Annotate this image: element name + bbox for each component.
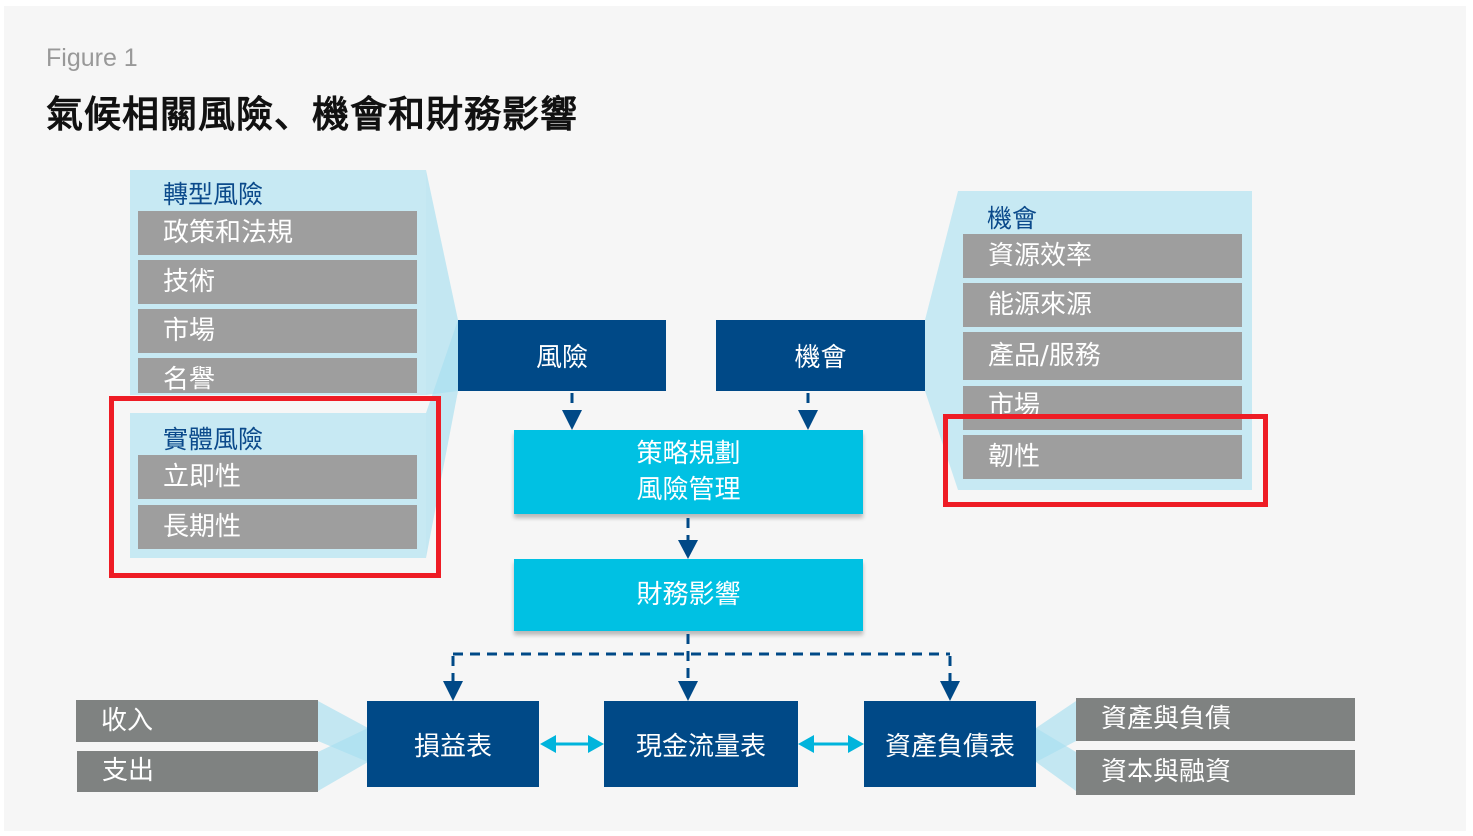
arrowhead-down-icon: [443, 681, 463, 701]
capital-financing-funnel: [1036, 728, 1076, 791]
opportunity-item: 能源來源: [963, 283, 1242, 327]
physical-risk-item: 立即性: [138, 455, 417, 499]
transition-risks-heading: 轉型風險: [163, 180, 264, 209]
arrowhead-down-icon: [562, 410, 582, 430]
cash-flow-statement-box: 現金流量表: [604, 701, 798, 787]
opportunity-item: 資源效率: [963, 234, 1242, 278]
transition-risk-item: 市場: [138, 309, 417, 353]
arrowhead-down-icon: [678, 540, 698, 559]
risk-box: 風險: [458, 320, 666, 391]
physical-risks-heading: 實體風險: [163, 425, 264, 454]
transition-risk-item: 名譽: [138, 358, 417, 393]
figure-label: Figure 1: [46, 44, 138, 72]
arrowhead-down-icon: [798, 410, 818, 430]
opportunity-item: 市場: [963, 386, 1242, 430]
opportunities-heading: 機會: [987, 204, 1038, 233]
cashflow-balance-double-arrow-icon: [798, 735, 864, 753]
strategy-risk-management-box: 策略規劃 風險管理: [514, 430, 863, 514]
balance-sheet-box: 資產負債表: [864, 701, 1036, 787]
opportunity-item: 產品/服務: [963, 332, 1242, 380]
revenue-item: 收入: [76, 700, 318, 742]
income-statement-box: 損益表: [367, 701, 539, 787]
financial-impact-box: 財務影響: [514, 559, 863, 631]
expense-funnel: [318, 728, 368, 791]
risk-management-label: 風險管理: [636, 475, 741, 505]
strategy-label: 策略規劃: [636, 439, 741, 469]
transition-risk-funnel: [426, 170, 458, 395]
transition-risk-item: 技術: [138, 260, 417, 304]
expenditure-item: 支出: [77, 751, 318, 792]
capital-financing-item: 資本與融資: [1076, 750, 1355, 795]
arrowhead-down-icon: [678, 681, 698, 701]
arrowhead-down-icon: [940, 681, 960, 701]
physical-risk-funnel: [426, 320, 458, 558]
opportunity-box: 機會: [716, 320, 925, 391]
income-cashflow-double-arrow-icon: [540, 735, 604, 753]
physical-risk-item: 長期性: [138, 505, 417, 549]
opportunity-item-resilience: 韌性: [963, 435, 1242, 479]
assets-liabilities-item: 資產與負債: [1076, 698, 1355, 741]
transition-risk-item: 政策和法規: [138, 211, 417, 255]
figure-title: 氣候相關風險、機會和財務影響: [46, 93, 578, 136]
